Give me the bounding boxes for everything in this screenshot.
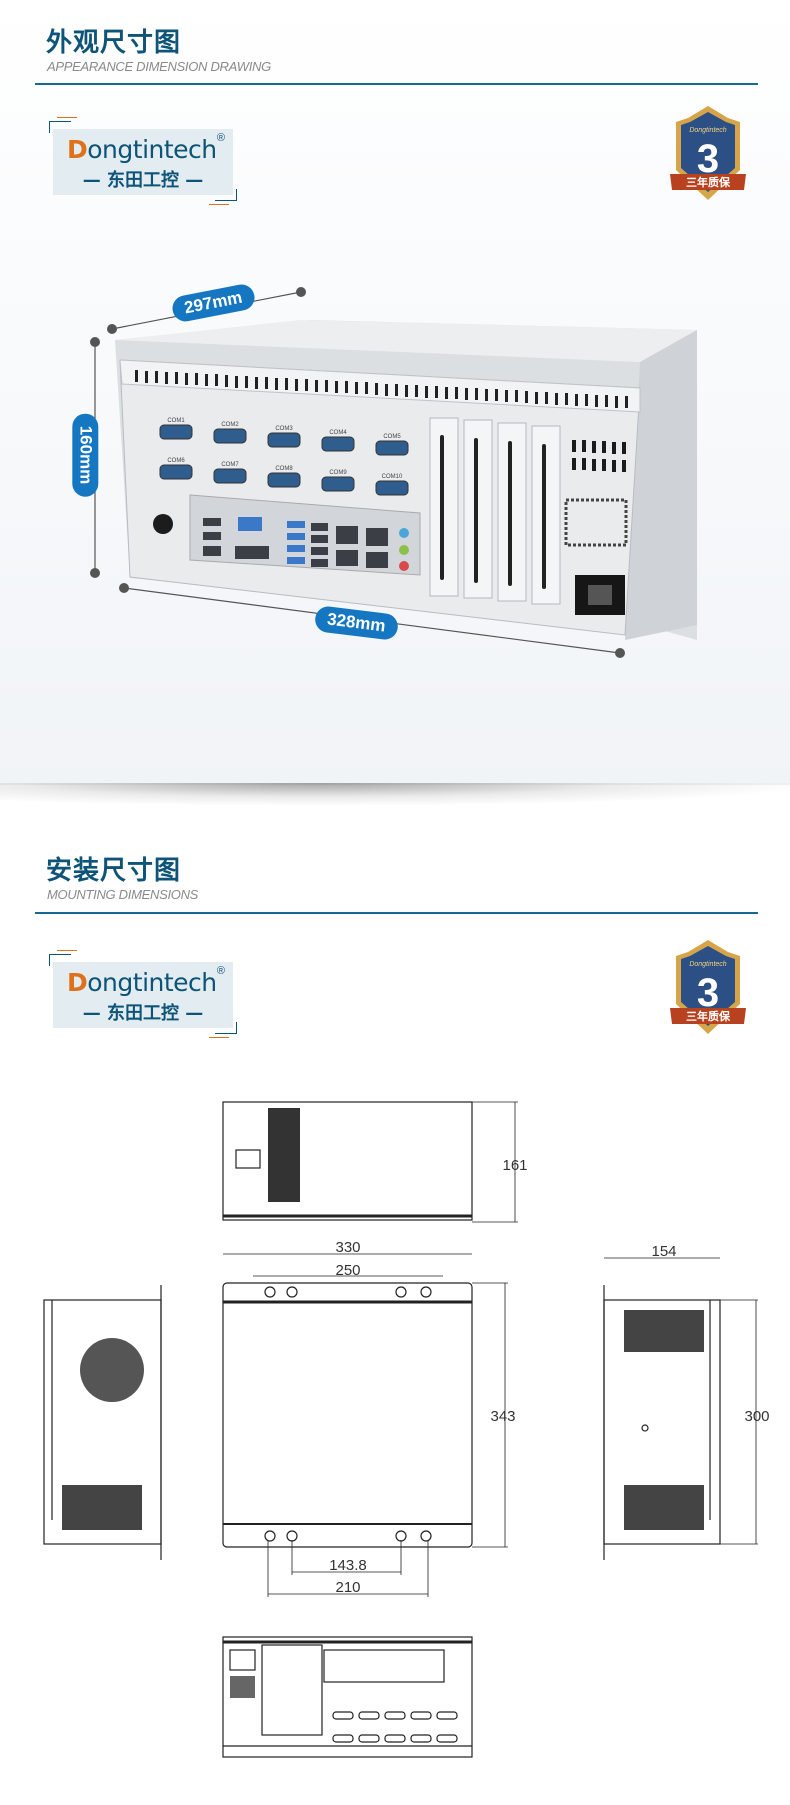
com-port-connector	[321, 436, 355, 452]
com-ports: COM1COM2COM3COM4COM5COM6COM7COM8COM9COM1…	[159, 418, 409, 496]
section-subtitle-appearance: APPEARANCE DIMENSION DRAWING	[47, 59, 271, 74]
section-rule	[35, 912, 758, 914]
brand-logo: Dongtintech ® — 东田工控 —	[49, 950, 237, 1038]
com-port-connector	[267, 472, 301, 488]
com-port-label: COM8	[275, 466, 293, 472]
rear-com-port	[358, 1711, 380, 1720]
vent-slots	[135, 370, 628, 408]
rear-com-port	[358, 1734, 380, 1743]
rear-com-port	[436, 1734, 458, 1743]
warranty-badge: Dongtintech 3 三年质保	[670, 106, 746, 200]
com-port-connector	[321, 476, 355, 492]
brand-logo: Dongtintech ® — 东田工控 —	[49, 117, 237, 205]
rear-view	[222, 1636, 473, 1758]
svg-text:三年质保: 三年质保	[686, 1009, 731, 1023]
section-subtitle-mounting: MOUNTING DIMENSIONS	[47, 887, 199, 902]
section-divider-shadow	[0, 783, 790, 805]
rear-com-port	[436, 1711, 458, 1720]
svg-text:Dongtintech: Dongtintech	[689, 961, 726, 968]
com-port-label: COM3	[275, 426, 293, 432]
com-port-connector	[213, 428, 247, 444]
com-port-label: COM1	[167, 418, 185, 424]
left-view	[43, 1285, 162, 1560]
dim-hole-span-outer: 210	[335, 1579, 360, 1596]
com-port-label: COM6	[167, 458, 185, 464]
section-title-mounting: 安装尺寸图	[46, 856, 182, 886]
dim-front-depth: 343	[490, 1408, 515, 1425]
com-port-connector	[267, 432, 301, 448]
rear-com-port	[332, 1711, 354, 1720]
section-title-appearance: 外观尺寸图	[46, 28, 182, 58]
com-port-label: COM9	[329, 470, 347, 476]
section-rule	[35, 83, 758, 85]
dim-hole-span-top: 250	[335, 1262, 360, 1279]
com-port-connector	[159, 464, 193, 480]
rear-com-port	[332, 1734, 354, 1743]
com-port-connector	[375, 480, 409, 496]
top-view	[222, 1101, 518, 1223]
com-port-label: COM5	[383, 434, 401, 440]
com-port-connector	[213, 468, 247, 484]
com-port-label: COM4	[329, 430, 347, 436]
com-port-label: COM2	[221, 422, 239, 428]
product-chassis-photo: COM1COM2COM3COM4COM5COM6COM7COM8COM9COM1…	[90, 287, 697, 658]
dim-hole-span-inner: 143.8	[329, 1557, 367, 1574]
svg-text:3: 3	[697, 137, 719, 181]
svg-text:Dongtintech: Dongtintech	[689, 127, 726, 134]
rear-com-port	[384, 1711, 406, 1720]
warranty-badge: Dongtintech 3 三年质保	[670, 940, 746, 1034]
dim-front-width: 330	[335, 1239, 360, 1256]
rear-com-port	[410, 1711, 432, 1720]
front-view	[222, 1253, 508, 1597]
dim-top-height: 161	[502, 1157, 527, 1174]
com-port-connector	[159, 424, 193, 440]
dim-side-width: 154	[651, 1243, 676, 1260]
rear-com-port	[384, 1734, 406, 1743]
svg-text:三年质保: 三年质保	[686, 175, 731, 189]
right-view	[603, 1257, 758, 1560]
com-port-label: COM10	[382, 474, 403, 480]
dim-side-height: 300	[744, 1408, 769, 1425]
com-port-connector	[375, 440, 409, 456]
com-port-label: COM7	[221, 462, 239, 468]
rear-com-port	[410, 1734, 432, 1743]
svg-text:3: 3	[697, 971, 719, 1015]
